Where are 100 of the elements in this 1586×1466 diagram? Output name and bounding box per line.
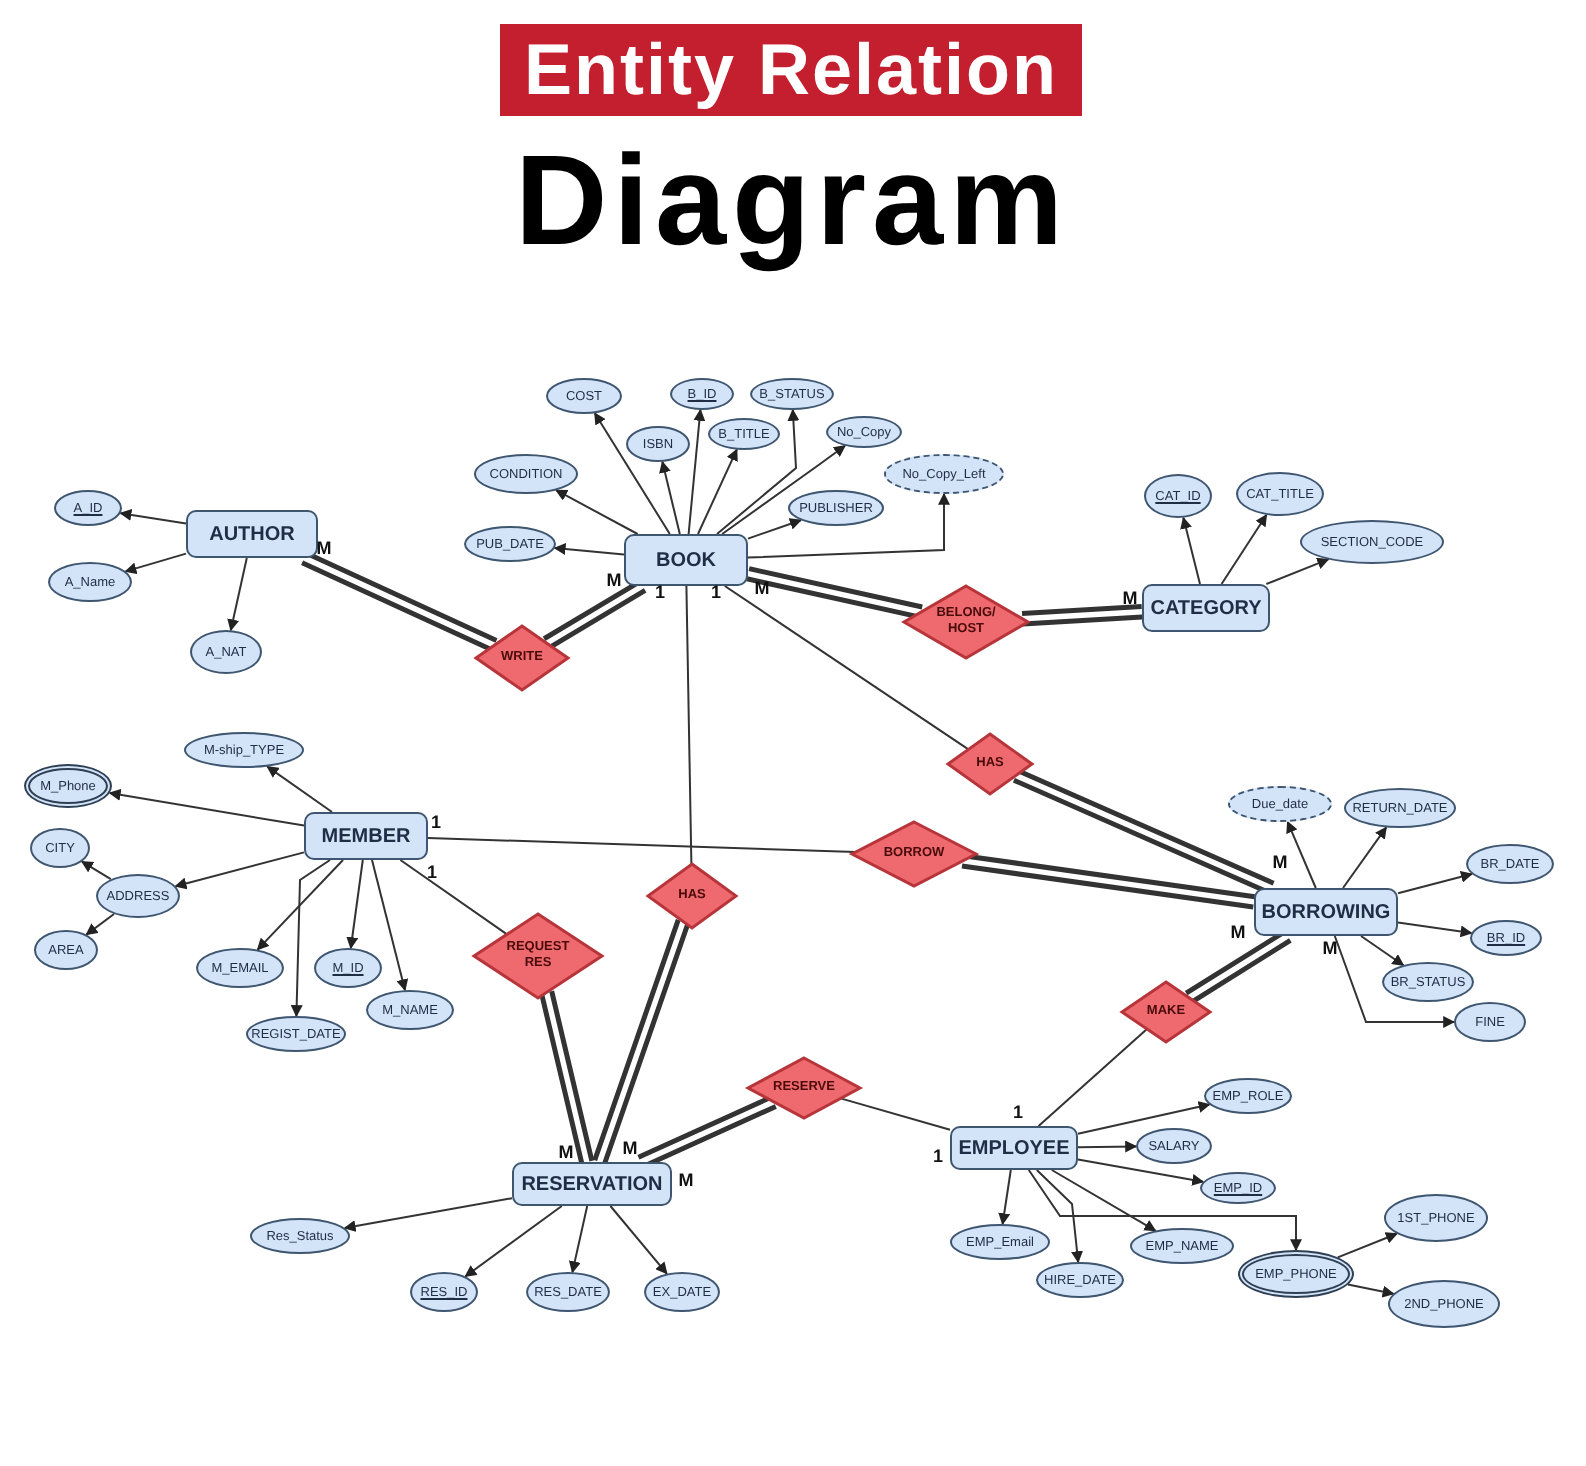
arrow <box>256 859 344 951</box>
key-attribute-ellipse <box>670 378 734 410</box>
attribute-ellipse <box>788 490 884 526</box>
entity-box <box>1142 584 1270 632</box>
double-line-connector <box>541 579 648 651</box>
attribute-ellipse <box>1384 1194 1488 1242</box>
entity-box <box>304 812 428 860</box>
cardinality-label: M <box>1122 588 1138 608</box>
key-attribute-ellipse <box>1200 1172 1276 1204</box>
relationship-diamond <box>648 864 736 928</box>
entity-name: MEMBER <box>321 825 411 847</box>
arrow <box>609 1205 668 1275</box>
entity-name: CATEGORY <box>1150 597 1262 619</box>
attribute-ellipse <box>474 454 578 494</box>
derived-attribute-ellipse <box>1228 786 1332 822</box>
key-attribute-ellipse <box>1144 474 1212 518</box>
cardinality-label: M <box>316 538 332 558</box>
attribute-ellipse <box>950 1224 1050 1260</box>
arrow <box>371 859 409 992</box>
arrow <box>1347 1283 1395 1298</box>
attribute-ellipse <box>190 630 262 674</box>
multivalued-attribute-ellipse <box>1238 1250 1354 1298</box>
arrow <box>1050 1169 1157 1232</box>
attribute-ellipse <box>464 526 556 562</box>
cardinality-label: 1 <box>711 582 721 602</box>
arrow <box>998 1169 1012 1226</box>
arrow <box>1265 557 1330 585</box>
cardinality-label: M <box>1322 938 1338 958</box>
arrow <box>1360 935 1405 967</box>
line-connector <box>839 1097 951 1131</box>
double-line-connector <box>299 550 499 653</box>
attribute-ellipse <box>1204 1078 1292 1114</box>
entity-box <box>950 1126 1078 1170</box>
entity-box <box>186 510 318 558</box>
line-connector <box>685 585 693 866</box>
attribute-ellipse <box>1236 472 1324 516</box>
key-attribute-ellipse <box>54 490 122 526</box>
arrow <box>464 1205 563 1278</box>
attribute-ellipse <box>1036 1262 1124 1298</box>
entity-box <box>624 534 748 586</box>
attribute-ellipse <box>96 874 180 918</box>
arrow <box>343 1197 513 1232</box>
arrow <box>1342 826 1388 889</box>
arrow <box>108 788 305 827</box>
attribute-ellipse <box>708 418 780 450</box>
arrow <box>266 765 333 813</box>
arrow <box>1286 820 1317 889</box>
line-connector <box>399 859 508 936</box>
relationship-diamond <box>948 734 1032 794</box>
attribute-ellipse <box>644 1272 720 1312</box>
arrow <box>1220 514 1268 585</box>
attribute-ellipse <box>1344 788 1456 828</box>
attribute-ellipse <box>246 1016 346 1052</box>
cardinality-label: 1 <box>427 862 437 882</box>
cardinality-label: M <box>1230 922 1246 942</box>
cardinality-label: M <box>1272 852 1288 872</box>
attribute-ellipse <box>1136 1128 1212 1164</box>
arrow <box>716 408 800 535</box>
arrow <box>1180 516 1201 585</box>
key-attribute-ellipse <box>410 1272 478 1312</box>
arrow <box>659 460 681 535</box>
entity-name: AUTHOR <box>209 523 295 545</box>
relationship-diamond <box>476 626 568 690</box>
attribute-ellipse <box>1454 1002 1526 1042</box>
double-line-connector <box>539 988 595 1166</box>
double-line-connector <box>959 853 1258 910</box>
arrow <box>1397 921 1473 938</box>
attribute-ellipse <box>626 426 690 462</box>
cardinality-label: M <box>678 1170 694 1190</box>
arrow <box>346 859 364 950</box>
heading-text: Diagram <box>514 126 1070 274</box>
arrow <box>747 518 802 540</box>
arrow <box>553 543 625 556</box>
key-attribute-ellipse <box>1470 920 1542 956</box>
attribute-ellipse <box>826 416 902 448</box>
relationship-diamond <box>904 586 1028 658</box>
arrow <box>1077 1158 1205 1186</box>
cardinality-label: 1 <box>933 1146 943 1166</box>
relationship-diamond <box>852 822 976 886</box>
double-line-connector <box>744 566 925 620</box>
cardinality-label: M <box>622 1138 638 1158</box>
multivalued-attribute-ellipse <box>24 764 112 808</box>
arrow <box>593 412 671 535</box>
arrow <box>174 851 305 890</box>
arrow <box>81 860 112 881</box>
attribute-ellipse <box>1382 962 1474 1002</box>
entity-box <box>1254 888 1398 936</box>
attribute-ellipse <box>366 990 454 1030</box>
arrow <box>1397 870 1473 895</box>
derived-attribute-ellipse <box>884 454 1004 494</box>
entity-name: EMPLOYEE <box>958 1137 1070 1159</box>
attribute-ellipse <box>196 948 284 988</box>
arrow <box>1333 935 1456 1028</box>
line-connector <box>427 837 857 853</box>
arrow <box>124 552 187 575</box>
cardinality-label: M <box>754 578 770 598</box>
key-attribute-ellipse <box>314 948 382 988</box>
line-connector <box>1037 1028 1148 1127</box>
title-banner: Entity Relation <box>500 24 1082 116</box>
double-line-connector <box>1011 768 1277 896</box>
